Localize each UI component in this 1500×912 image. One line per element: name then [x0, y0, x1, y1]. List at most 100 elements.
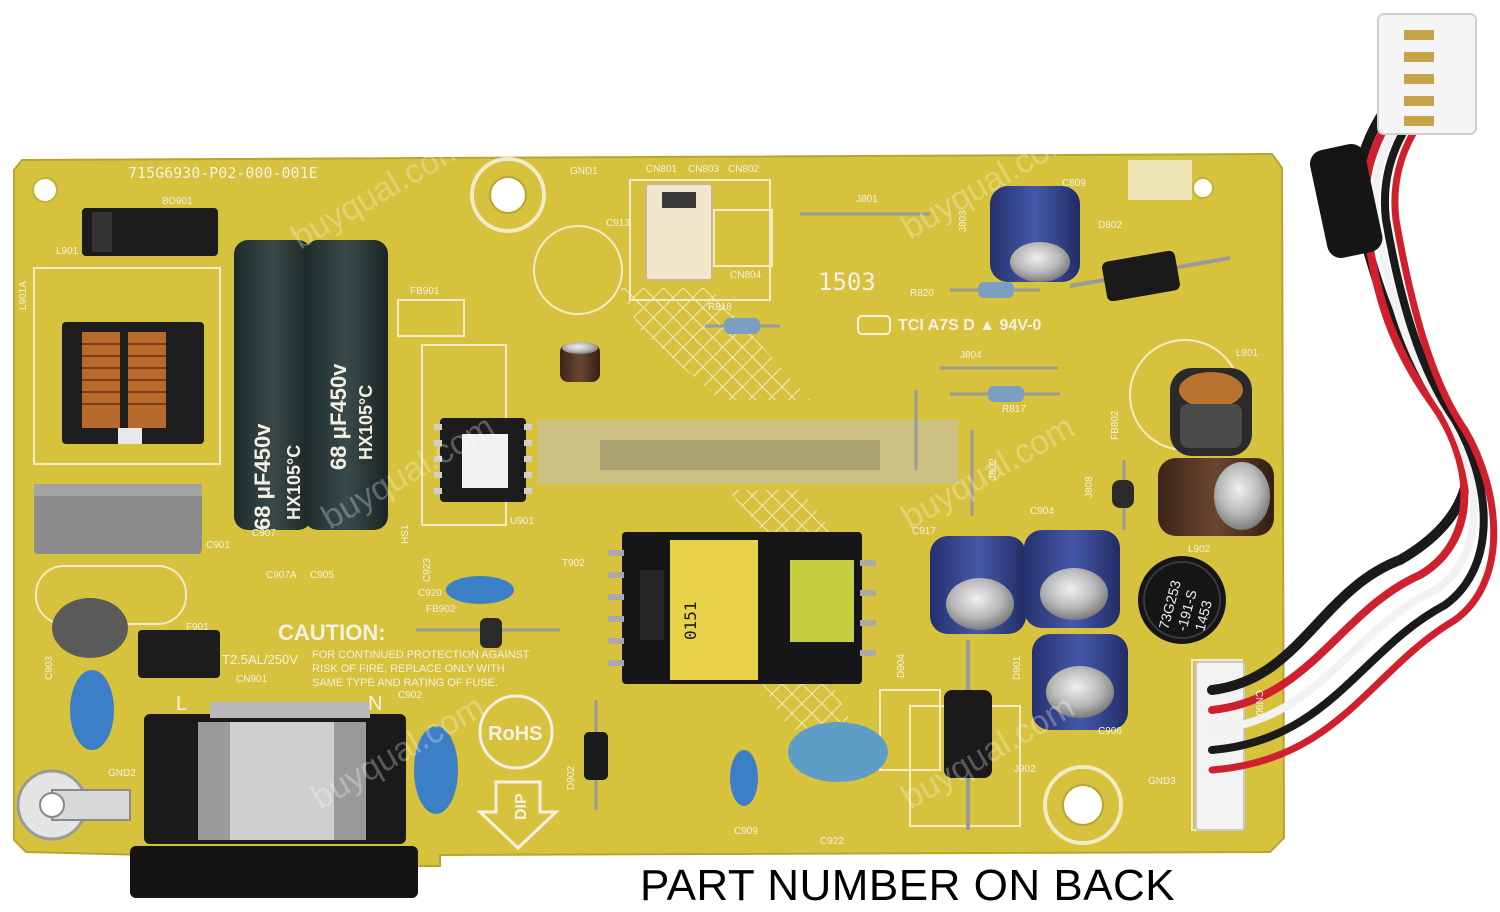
ref-r817: R817	[1002, 404, 1026, 415]
capacitor-blue-2	[1024, 530, 1120, 628]
ref-l902: L902	[1188, 544, 1211, 555]
common-mode-choke	[62, 322, 204, 444]
ref-c902: C902	[398, 690, 422, 701]
cap-temp-1: HX105°C	[284, 445, 304, 520]
fiducial-top-right	[1192, 177, 1214, 199]
ref-gnd2: GND2	[108, 768, 136, 779]
caution-line-2: RISK OF FIRE, REPLACE ONLY WITH	[312, 663, 505, 675]
fuse	[138, 630, 220, 678]
jumpers	[800, 212, 1058, 516]
ref-c809: C809	[1062, 178, 1086, 189]
resistor-fb902	[416, 618, 560, 648]
cable-sleeve	[1309, 143, 1383, 258]
y-cap-c922	[788, 722, 888, 782]
ref-c905: C905	[310, 570, 334, 581]
resistor-r820	[950, 282, 1040, 298]
hatch-area-mid	[728, 490, 840, 540]
bulk-capacitor-2	[304, 240, 388, 530]
caution-title: CAUTION:	[278, 620, 386, 645]
ref-c907: C907	[252, 528, 276, 539]
ac-inlet-socket	[130, 702, 418, 898]
capacitor-c809	[990, 186, 1080, 282]
thermistor	[52, 598, 128, 658]
connector-cn801	[645, 183, 773, 281]
bridge-rectifier	[82, 208, 218, 256]
caution-line-1: FOR CONTINUED PROTECTION AGAINST	[312, 649, 530, 661]
ref-l901: L901	[56, 246, 79, 257]
ref-f901: F901	[186, 622, 209, 633]
capacitor-brown	[1158, 458, 1274, 536]
ref-c903: C903	[44, 656, 55, 680]
y-cap-c902	[414, 726, 458, 814]
ref-t902: T902	[562, 558, 585, 569]
dip-label: DIP	[513, 793, 530, 820]
ref-cn902: CN902	[1253, 690, 1264, 722]
ref-c923: C923	[422, 558, 433, 582]
ref-r818: R818	[708, 302, 732, 313]
ref-j804: J804	[960, 350, 982, 361]
small-capacitor-c910	[560, 342, 600, 382]
ref-j803: J803	[958, 210, 969, 232]
inductor-l801	[1170, 368, 1252, 456]
ref-j802: J802	[988, 458, 999, 480]
ref-fb901: FB901	[410, 286, 440, 297]
ref-l901a: L901A	[18, 281, 29, 310]
ref-c906: C906	[1098, 726, 1122, 737]
cap-label-1: 68 μF450v	[250, 423, 275, 530]
fiducial-top-left	[32, 177, 58, 203]
y-cap-c909	[730, 750, 758, 806]
polarity-n: N	[368, 693, 382, 715]
ref-j801: J801	[856, 194, 878, 205]
cable-connector-plug	[1377, 13, 1477, 135]
ref-c920: C920	[418, 588, 442, 599]
ref-hs1: HS1	[400, 524, 411, 544]
capacitor-blue-3	[1032, 634, 1128, 730]
capacitor-blue-1	[930, 536, 1026, 634]
ref-d904: D904	[896, 654, 907, 678]
board-part-code: 715G6930-P02-000-001E	[128, 164, 318, 182]
resistor-r817	[950, 386, 1060, 402]
ref-cn802: CN802	[728, 164, 760, 175]
ref-c907a: C907A	[266, 570, 297, 581]
ref-gnd1: GND1	[570, 166, 598, 177]
ref-fb802: FB802	[1110, 410, 1121, 440]
ref-c909: C909	[734, 826, 758, 837]
ref-c901: C901	[206, 540, 230, 551]
ref-j808: J808	[1084, 476, 1095, 498]
caution-line-3: SAME TYPE AND RATING OF FUSE.	[312, 677, 498, 689]
hatch-area-top	[620, 288, 810, 400]
ref-r820: R820	[910, 288, 934, 299]
ref-j902: J902	[1014, 764, 1036, 775]
transformer-label: 0151	[681, 601, 700, 640]
blurred-area	[538, 420, 958, 484]
diode-small	[1112, 460, 1134, 530]
ref-bd901: BD901	[162, 196, 193, 207]
part-number-caption: PART NUMBER ON BACK	[640, 861, 1176, 910]
ref-fb902: FB902	[426, 604, 456, 615]
diode-d802	[1069, 250, 1231, 302]
ref-cn901: CN901	[236, 674, 268, 685]
inductor-label-3: 1453	[1191, 598, 1215, 632]
ul-logo-icon	[857, 315, 891, 335]
mounting-hole-bottom-right	[1043, 765, 1123, 845]
ref-cn804: CN804	[730, 270, 762, 281]
ref-cn801: CN801	[646, 164, 678, 175]
y-cap-c903	[70, 670, 114, 750]
ref-u901: U901	[510, 516, 534, 527]
ref-c917: C917	[912, 526, 936, 537]
hatch-area-bottom	[760, 680, 855, 730]
polarity-l: L	[176, 693, 187, 715]
rohs-label: RoHS	[488, 723, 542, 745]
dip-arrow-icon	[476, 780, 560, 851]
mounting-hole-top	[470, 157, 546, 233]
ul-marking: TCI A7S D ▲ 94V-0	[898, 317, 1041, 334]
ref-c922: C922	[820, 836, 844, 847]
transformer	[608, 532, 876, 684]
cap-temp-2: HX105°C	[356, 385, 376, 460]
ref-d902: D902	[566, 766, 577, 790]
y-cap-c920	[446, 576, 514, 604]
x-capacitor	[34, 484, 202, 554]
inductor-l902	[1138, 556, 1226, 644]
ref-l801: L801	[1236, 348, 1259, 359]
